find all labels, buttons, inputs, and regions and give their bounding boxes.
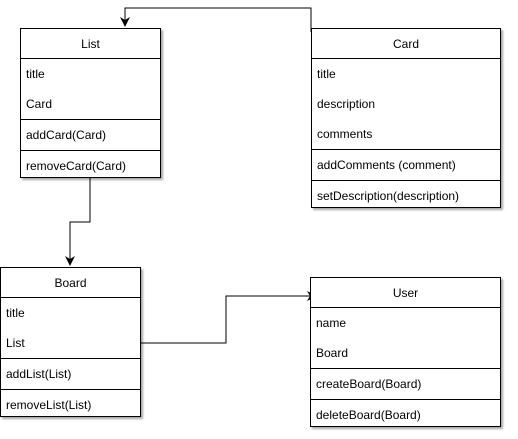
- divider: [311, 368, 500, 369]
- divider: [312, 180, 500, 181]
- attribute-board: Board: [316, 346, 349, 360]
- method-remove-list: removeList(List): [6, 398, 92, 412]
- attribute-list: List: [6, 336, 25, 350]
- divider: [21, 150, 160, 151]
- divider: [1, 389, 140, 390]
- class-card: Card title description comments addComme…: [311, 28, 501, 208]
- card-to-list-connector: [120, 7, 312, 32]
- method-delete-board: deleteBoard(Board): [316, 408, 421, 422]
- attribute-title: title: [317, 67, 336, 81]
- attribute-title: title: [6, 306, 25, 320]
- divider: [311, 399, 500, 400]
- class-board: Board title List addList(List) removeLis…: [0, 267, 141, 417]
- divider: [1, 358, 140, 359]
- class-name: Board: [1, 268, 140, 298]
- divider: [21, 119, 160, 120]
- class-name: List: [21, 29, 160, 59]
- list-to-board-connector: [65, 178, 91, 266]
- method-add-list: addList(List): [6, 367, 72, 381]
- attribute-title: title: [26, 67, 45, 81]
- class-list: List title Card addCard(Card) removeCard…: [20, 28, 161, 178]
- class-user: User name Board createBoard(Board) delet…: [310, 277, 501, 427]
- class-name: Card: [312, 29, 500, 59]
- attribute-card: Card: [26, 97, 53, 111]
- method-remove-card: removeCard(Card): [26, 159, 127, 173]
- attribute-description: description: [317, 97, 376, 111]
- method-add-comments: addComments (comment): [317, 158, 456, 172]
- method-set-description: setDescription(description): [317, 189, 460, 203]
- method-add-card: addCard(Card): [26, 128, 107, 142]
- board-to-user-connector: [141, 291, 317, 344]
- divider: [312, 149, 500, 150]
- attribute-name: name: [316, 316, 347, 330]
- class-name: User: [311, 278, 500, 308]
- method-create-board: createBoard(Board): [316, 377, 422, 391]
- attribute-comments: comments: [317, 127, 373, 141]
